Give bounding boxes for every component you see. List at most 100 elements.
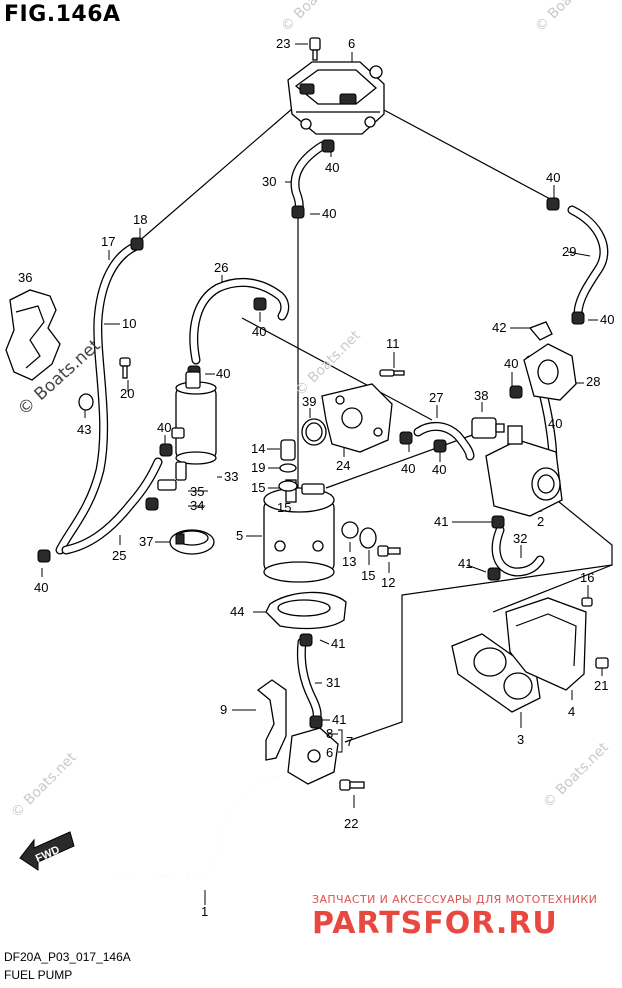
callout-40: 40 <box>34 580 48 595</box>
callout-27: 27 <box>429 390 443 405</box>
callout-37: 37 <box>139 534 153 549</box>
diagram-caption: FUEL PUMP <box>4 968 73 982</box>
callout-10: 10 <box>122 316 136 331</box>
part-39-o-ring <box>301 418 327 446</box>
part-15-grommet <box>278 480 298 492</box>
part-6-vapor-separator <box>287 61 385 135</box>
callout-16: 16 <box>580 570 594 585</box>
part-19-washer <box>279 463 297 473</box>
part-36-bracket <box>5 289 61 381</box>
callout-34: 34 <box>190 498 204 513</box>
callout-42: 42 <box>492 320 506 335</box>
callout-21: 21 <box>594 678 608 693</box>
callout-40: 40 <box>325 160 339 175</box>
part-43-grommet <box>78 393 94 411</box>
callout-25: 25 <box>112 548 126 563</box>
callout-6b: 6 <box>326 745 333 760</box>
callout-36: 36 <box>18 270 32 285</box>
part-33-fuel-filter <box>171 371 217 465</box>
callout-8: 8 <box>326 726 333 741</box>
callout-39: 39 <box>302 394 316 409</box>
callout-6: 6 <box>348 36 355 51</box>
callout-14: 14 <box>251 441 265 456</box>
callout-43: 43 <box>77 422 91 437</box>
callout-4: 4 <box>568 704 575 719</box>
callout-19: 19 <box>251 460 265 475</box>
callout-32: 32 <box>513 531 527 546</box>
callout-40: 40 <box>432 462 446 477</box>
callout-40: 40 <box>600 312 614 327</box>
part-35-fitting <box>157 461 187 491</box>
callout-41: 41 <box>458 556 472 571</box>
callout-18: 18 <box>133 212 147 227</box>
callout-41: 41 <box>332 712 346 727</box>
part-14-collar <box>280 439 296 461</box>
callout-22: 22 <box>344 816 358 831</box>
part-3-coupler <box>451 633 541 713</box>
part-37-clamp <box>169 529 215 555</box>
hose-clips <box>37 139 585 729</box>
callout-40: 40 <box>546 170 560 185</box>
callout-9: 9 <box>220 702 227 717</box>
fwd-arrow <box>19 831 75 871</box>
callout-5: 5 <box>236 528 243 543</box>
callout-2: 2 <box>537 514 544 529</box>
callout-38: 38 <box>474 388 488 403</box>
shop-logo[interactable]: PARTSFOR.RU <box>312 906 558 941</box>
callout-33: 33 <box>224 469 238 484</box>
callout-40: 40 <box>252 324 266 339</box>
part-4-housing <box>505 597 587 691</box>
callout-20: 20 <box>120 386 134 401</box>
part-9-bracket <box>256 679 287 761</box>
callout-3: 3 <box>517 732 524 747</box>
callout-24: 24 <box>336 458 350 473</box>
part-23-bolt <box>309 37 321 61</box>
callout-40: 40 <box>548 416 562 431</box>
part-44-plate <box>265 591 347 630</box>
callout-11: 11 <box>386 336 400 351</box>
part-12-bolt <box>377 545 401 557</box>
callout-41: 41 <box>434 514 448 529</box>
part-2-connector <box>485 425 563 517</box>
callout-40: 40 <box>216 366 230 381</box>
callout-44: 44 <box>230 604 244 619</box>
figure-title: FIG.146A <box>4 2 121 27</box>
part-16-screw <box>581 597 593 607</box>
callout-40: 40 <box>322 206 336 221</box>
callout-12: 12 <box>381 575 395 590</box>
callout-1: 1 <box>201 904 208 919</box>
hoses <box>55 141 609 727</box>
part-5-fuel-pump <box>263 479 335 583</box>
callout-29: 29 <box>562 244 576 259</box>
callout-30: 30 <box>262 174 276 189</box>
part-1-fuel-line <box>117 775 301 879</box>
callout-15: 15 <box>361 568 375 583</box>
part-13-grommet <box>341 521 359 539</box>
part-42-clip <box>528 321 553 341</box>
callout-23: 23 <box>276 36 290 51</box>
part-21-screw <box>595 657 609 669</box>
callout-17: 17 <box>101 234 115 249</box>
callout-31: 31 <box>326 675 340 690</box>
callout-40: 40 <box>401 461 415 476</box>
callout-7: 7 <box>346 734 353 749</box>
callout-40: 40 <box>504 356 518 371</box>
part-38-check-valve <box>471 417 505 439</box>
callout-40: 40 <box>157 420 171 435</box>
part-22-bolt <box>339 779 365 791</box>
part-20-screw <box>119 357 131 379</box>
callout-35: 35 <box>190 484 204 499</box>
callout-13: 13 <box>342 554 356 569</box>
part-24-adapter <box>321 383 393 453</box>
callout-26: 26 <box>214 260 228 275</box>
shop-tagline: ЗАПЧАСТИ И АКСЕССУАРЫ ДЛЯ МОТОТЕХНИКИ <box>312 893 598 906</box>
diagram-code: DF20A_P03_017_146A <box>4 950 131 964</box>
reference-lines <box>137 101 613 743</box>
part-8-connector <box>287 727 339 785</box>
part-28-elbow <box>523 343 577 401</box>
callout-15: 15 <box>251 480 265 495</box>
callout-15: 15 <box>277 500 291 515</box>
callout-28: 28 <box>586 374 600 389</box>
part-15b-grommet <box>359 527 377 549</box>
